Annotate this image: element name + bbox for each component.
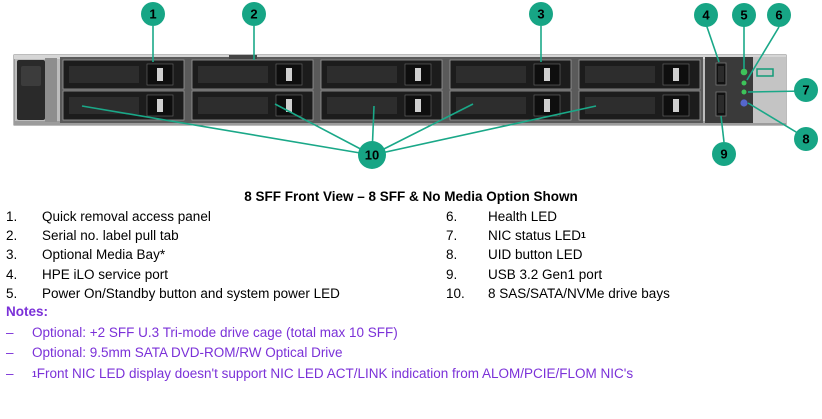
figure-title: 8 SFF Front View – 8 SFF & No Media Opti… xyxy=(244,189,578,204)
callout-1: 1 xyxy=(141,2,165,26)
legend-item: 9.USB 3.2 Gen1 port xyxy=(446,266,603,282)
drive-bay xyxy=(191,90,314,121)
footnote-marker: 1 xyxy=(32,368,37,379)
drive-bay xyxy=(320,59,443,90)
notes-section: Notes: –Optional: +2 SFF U.3 Tri-mode dr… xyxy=(6,302,633,384)
note-item: –Optional: +2 SFF U.3 Tri-mode drive cag… xyxy=(6,324,398,340)
drive-bay xyxy=(449,59,572,90)
health-led xyxy=(741,80,747,86)
svg-text:9: 9 xyxy=(720,147,727,162)
callout-leader-lines xyxy=(81,23,807,156)
svg-text:2: 2 xyxy=(250,7,257,22)
drive-bay xyxy=(62,59,185,90)
svg-text:1: 1 xyxy=(149,7,156,22)
callout-2: 2 xyxy=(242,2,266,26)
quick-removal-access-panel xyxy=(17,58,57,122)
footnote-marker: 1 xyxy=(581,230,586,241)
legend-item: 1.Quick removal access panel xyxy=(6,209,211,224)
legend-item: 8.UID button LED xyxy=(446,247,583,263)
svg-text:8: 8 xyxy=(802,132,809,147)
svg-text:5: 5 xyxy=(740,8,747,23)
callout-5: 5 xyxy=(732,3,756,27)
note-item: –Optional: 9.5mm SATA DVD-ROM/RW Optical… xyxy=(6,345,343,360)
legend-item: 5.Power On/Standby button and system pow… xyxy=(6,285,340,301)
notes-heading: Notes: xyxy=(6,304,49,319)
drive-bay xyxy=(320,90,443,121)
svg-text:3: 3 xyxy=(537,7,544,22)
legend-left: 1.Quick removal access panel 2.Serial no… xyxy=(6,207,340,303)
svg-text:6: 6 xyxy=(775,8,782,23)
legend-item: 10.8 SAS/SATA/NVMe drive bays xyxy=(446,285,670,301)
callout-4: 4 xyxy=(694,3,718,27)
callout-6: 6 xyxy=(767,3,791,27)
drive-bay xyxy=(578,90,701,121)
callout-3: 3 xyxy=(529,2,553,26)
legend-item: 2.Serial no. label pull tab xyxy=(6,228,179,244)
legend-item: 3.Optional Media Bay* xyxy=(6,247,166,263)
uid-button-led xyxy=(740,99,748,107)
server-front-diagram: 1 2 3 4 5 6 7 8 9 10 xyxy=(13,2,818,169)
callout-9: 9 xyxy=(712,142,736,166)
drive-bays xyxy=(62,59,701,121)
legend-item: 4.HPE iLO service port xyxy=(6,266,169,282)
callout-8: 8 xyxy=(794,127,818,151)
callout-10: 10 xyxy=(358,141,386,169)
drive-bay xyxy=(62,90,185,121)
serial-label-pull-tab xyxy=(229,55,257,59)
callout-7: 7 xyxy=(794,78,818,102)
power-button-led xyxy=(740,68,748,76)
drive-bay xyxy=(191,59,314,90)
nic-status-led xyxy=(741,89,747,95)
svg-text:10: 10 xyxy=(365,148,379,163)
hpe-logo-badge xyxy=(756,68,774,77)
drive-bay xyxy=(578,59,701,90)
control-panel xyxy=(705,57,786,123)
svg-text:4: 4 xyxy=(702,8,710,23)
legend-item: 6.Health LED xyxy=(446,209,558,224)
svg-text:7: 7 xyxy=(802,83,809,98)
